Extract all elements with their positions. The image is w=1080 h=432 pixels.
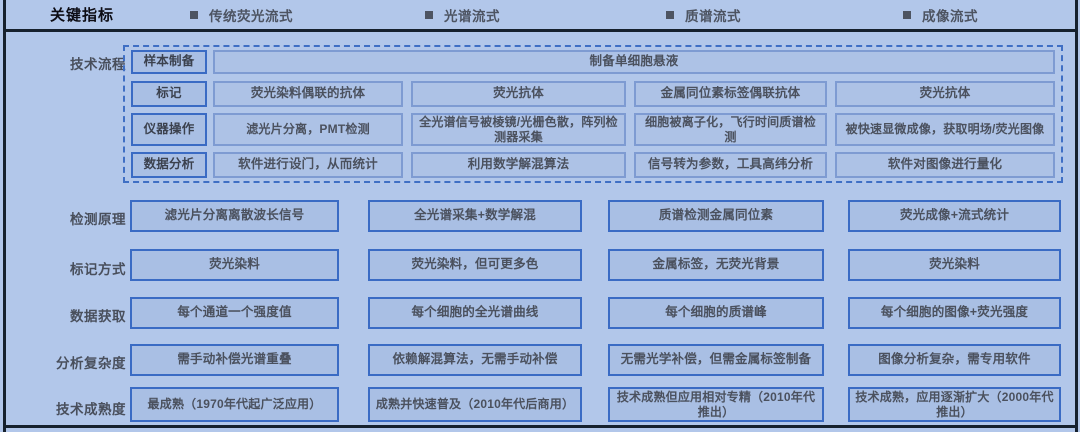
row-label-data-acquisition: 数据获取 [70, 309, 126, 324]
row-label-labeling: 标记方式 [70, 262, 126, 277]
maturity-col4[interactable]: 技术成熟，应用逐渐扩大（2000年代推出） [848, 387, 1061, 422]
flow-stage-labeling[interactable]: 标记 [131, 81, 207, 107]
header-column-2-label: 光谱流式 [444, 9, 500, 24]
flow-data-analysis-col2[interactable]: 利用数学解混算法 [411, 152, 626, 178]
header-column-1[interactable]: 传统荧光流式 [190, 5, 293, 25]
flow-instrument-col1[interactable]: 滤光片分离，PMT检测 [213, 113, 403, 146]
frame-line-header [3, 29, 1075, 32]
labeling-method-col3[interactable]: 金属标签，无荧光背景 [608, 249, 824, 281]
data-acquisition-col2[interactable]: 每个细胞的全光谱曲线 [368, 297, 582, 329]
frame-line-left [3, 0, 6, 432]
header-column-3-label: 质谱流式 [685, 9, 741, 24]
frame-line-bottom [3, 425, 1075, 428]
square-bullet-icon [190, 11, 198, 19]
data-acquisition-col1[interactable]: 每个通道一个强度值 [130, 297, 339, 329]
header-column-2[interactable]: 光谱流式 [425, 5, 500, 25]
header-column-4-label: 成像流式 [922, 9, 978, 24]
frame-line-right [1075, 0, 1078, 432]
analysis-complexity-col1[interactable]: 需手动补偿光谱重叠 [130, 344, 339, 376]
maturity-col3[interactable]: 技术成熟但应用相对专精（2010年代推出） [608, 387, 824, 422]
analysis-complexity-col3[interactable]: 无需光学补偿，但需金属标签制备 [608, 344, 824, 376]
flow-instrument-col2[interactable]: 全光谱信号被棱镜/光栅色散，阵列检测器采集 [411, 113, 626, 146]
detection-col3[interactable]: 质谱检测金属同位素 [608, 200, 824, 232]
flow-data-analysis-col1[interactable]: 软件进行设门，从而统计 [213, 152, 403, 178]
header-key-metric-label: 关键指标 [50, 7, 115, 24]
row-label-maturity: 技术成熟度 [56, 402, 126, 417]
row-label-tech-flow: 技术流程 [70, 57, 126, 72]
flow-stage-sample-prep[interactable]: 样本制备 [131, 50, 207, 74]
header-column-4[interactable]: 成像流式 [903, 5, 978, 25]
row-label-analysis-complexity: 分析复杂度 [56, 356, 126, 371]
data-acquisition-col4[interactable]: 每个细胞的图像+荧光强度 [848, 297, 1061, 329]
detection-col2[interactable]: 全光谱采集+数学解混 [368, 200, 582, 232]
flow-instrument-col3[interactable]: 细胞被离子化，飞行时间质谱检测 [634, 113, 827, 146]
data-acquisition-col3[interactable]: 每个细胞的质谱峰 [608, 297, 824, 329]
flow-stage-data-analysis[interactable]: 数据分析 [131, 152, 207, 178]
detection-col4[interactable]: 荧光成像+流式统计 [848, 200, 1061, 232]
maturity-col2[interactable]: 成熟并快速普及（2010年代后商用） [368, 387, 582, 422]
analysis-complexity-col2[interactable]: 依赖解混算法，无需手动补偿 [368, 344, 582, 376]
square-bullet-icon [903, 11, 911, 19]
labeling-method-col4[interactable]: 荧光染料 [848, 249, 1061, 281]
detection-col1[interactable]: 滤光片分离离散波长信号 [130, 200, 339, 232]
header-bar: 关键指标 传统荧光流式 光谱流式 质谱流式 成像流式 [0, 0, 1080, 29]
labeling-method-col1[interactable]: 荧光染料 [130, 249, 339, 281]
flow-sample-prep-merged[interactable]: 制备单细胞悬液 [213, 50, 1055, 74]
flow-labeling-col2[interactable]: 荧光抗体 [411, 81, 626, 107]
flow-data-analysis-col3[interactable]: 信号转为参数，工具高纬分析 [634, 152, 827, 178]
header-column-3[interactable]: 质谱流式 [666, 5, 741, 25]
flow-labeling-col4[interactable]: 荧光抗体 [835, 81, 1055, 107]
header-column-1-label: 传统荧光流式 [209, 9, 293, 24]
flow-data-analysis-col4[interactable]: 软件对图像进行量化 [835, 152, 1055, 178]
maturity-col1[interactable]: 最成熟（1970年代起广泛应用） [130, 387, 339, 422]
labeling-method-col2[interactable]: 荧光染料，但可更多色 [368, 249, 582, 281]
flow-labeling-col3[interactable]: 金属同位素标签偶联抗体 [634, 81, 827, 107]
analysis-complexity-col4[interactable]: 图像分析复杂，需专用软件 [848, 344, 1061, 376]
tech-flow-dashed-container [123, 45, 1063, 183]
square-bullet-icon [666, 11, 674, 19]
flow-stage-instrument[interactable]: 仪器操作 [131, 113, 207, 146]
flow-labeling-col1[interactable]: 荧光染料偶联的抗体 [213, 81, 403, 107]
row-label-detection: 检测原理 [70, 212, 126, 227]
flow-instrument-col4[interactable]: 被快速显微成像，获取明场/荧光图像 [835, 113, 1055, 146]
square-bullet-icon [425, 11, 433, 19]
